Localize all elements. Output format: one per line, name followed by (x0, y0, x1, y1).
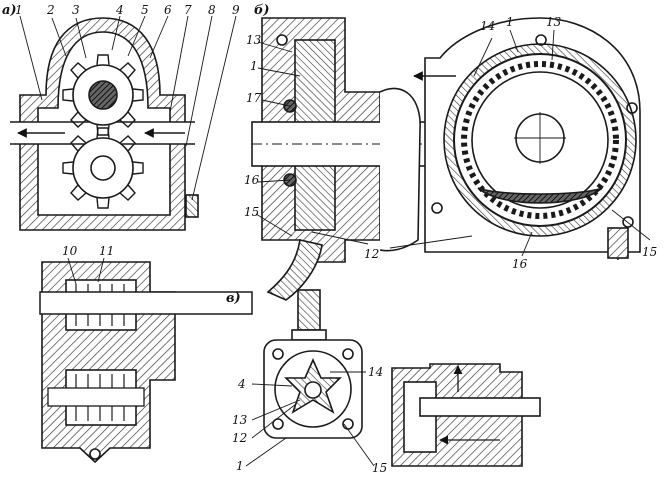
panel-c-tag: в) (226, 291, 241, 306)
callout-c-14: 14 (368, 365, 383, 379)
panel-a-longitudinal-section (40, 258, 252, 462)
panel-a-section-callouts: 10 11 (62, 244, 114, 258)
callout-a-1: 1 (15, 3, 23, 17)
engine-block-edge (380, 88, 420, 250)
callout-a-2: 2 (46, 3, 55, 17)
panel-b-side-section (252, 18, 427, 300)
callout-a-6: 6 (164, 3, 172, 17)
callout-b-16-bottom: 16 (512, 257, 528, 271)
top-fitting (298, 290, 320, 330)
panel-a-gear-pump-section (10, 16, 236, 230)
callout-a-10: 10 (62, 244, 78, 258)
callout-b-15-right: 15 (642, 245, 657, 259)
callout-b-14: 14 (480, 19, 495, 33)
callout-c-4: 4 (237, 377, 246, 391)
callout-a-5: 5 (141, 3, 149, 17)
drive-shaft (40, 292, 252, 314)
panel-b-front-view (414, 18, 640, 260)
callout-b-15: 15 (244, 205, 259, 219)
panel-b-tag: б) (254, 3, 270, 18)
callout-b-12: 12 (364, 247, 379, 261)
rotor-hub (305, 382, 321, 398)
callout-c-13: 13 (232, 413, 248, 427)
panel-c-side-section (392, 364, 540, 466)
callout-b-13-right: 13 (546, 15, 562, 29)
callout-a-8: 8 (208, 3, 216, 17)
gerotor-shaft (420, 398, 540, 416)
callout-b-1-right: 1 (506, 15, 514, 29)
inlet-port (608, 228, 628, 258)
callout-a-7: 7 (184, 3, 192, 17)
callout-b-13: 13 (246, 33, 262, 47)
callout-a-9: 9 (232, 3, 240, 17)
callout-a-11: 11 (99, 244, 114, 258)
callout-a-4: 4 (115, 3, 124, 17)
callout-b-16: 16 (244, 173, 260, 187)
callout-a-3: 3 (72, 3, 80, 17)
lower-axle (48, 388, 144, 406)
panel-a-callouts: 1 2 3 4 5 6 7 8 9 (15, 3, 240, 17)
bolt-top (277, 35, 287, 45)
callout-c-1: 1 (236, 459, 244, 473)
panel-c-gerotor-front (264, 290, 362, 438)
callout-c-12: 12 (232, 431, 247, 445)
callout-b-17: 17 (246, 91, 262, 105)
callout-b-1: 1 (250, 59, 258, 73)
callout-c-15: 15 (372, 461, 387, 475)
